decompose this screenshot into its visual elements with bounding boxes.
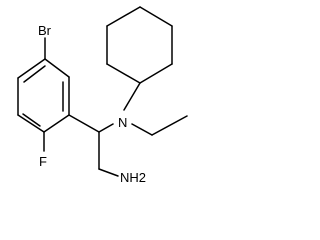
ring-bond [43, 114, 70, 133]
cyclohexane-bond [139, 63, 173, 84]
ring-bond [44, 58, 70, 78]
ring-bond [17, 58, 46, 79]
bond-lines [17, 6, 188, 177]
ethyl-bond [151, 115, 188, 136]
ring-bond [17, 114, 45, 133]
nitrogen-label: N [118, 115, 127, 130]
aryl-bond [68, 114, 100, 133]
cn-bond [98, 123, 114, 133]
molecule-structure: Br F N NH2 [17, 6, 188, 185]
ring-double-bond [23, 65, 46, 83]
bromine-label: Br [38, 23, 52, 38]
cyclohexane-bond [106, 6, 141, 27]
amine-label: NH2 [120, 170, 146, 185]
ring-double-bond [22, 113, 41, 127]
nh2-bond [98, 168, 119, 177]
cyclohexane-bond [139, 6, 173, 27]
atom-labels: Br F N NH2 [38, 23, 146, 185]
n-ethyl-bond [131, 123, 153, 136]
fluorine-label: F [39, 154, 47, 169]
cyclohexane-bond [106, 63, 141, 84]
n-cyclohexyl-bond [123, 82, 141, 111]
